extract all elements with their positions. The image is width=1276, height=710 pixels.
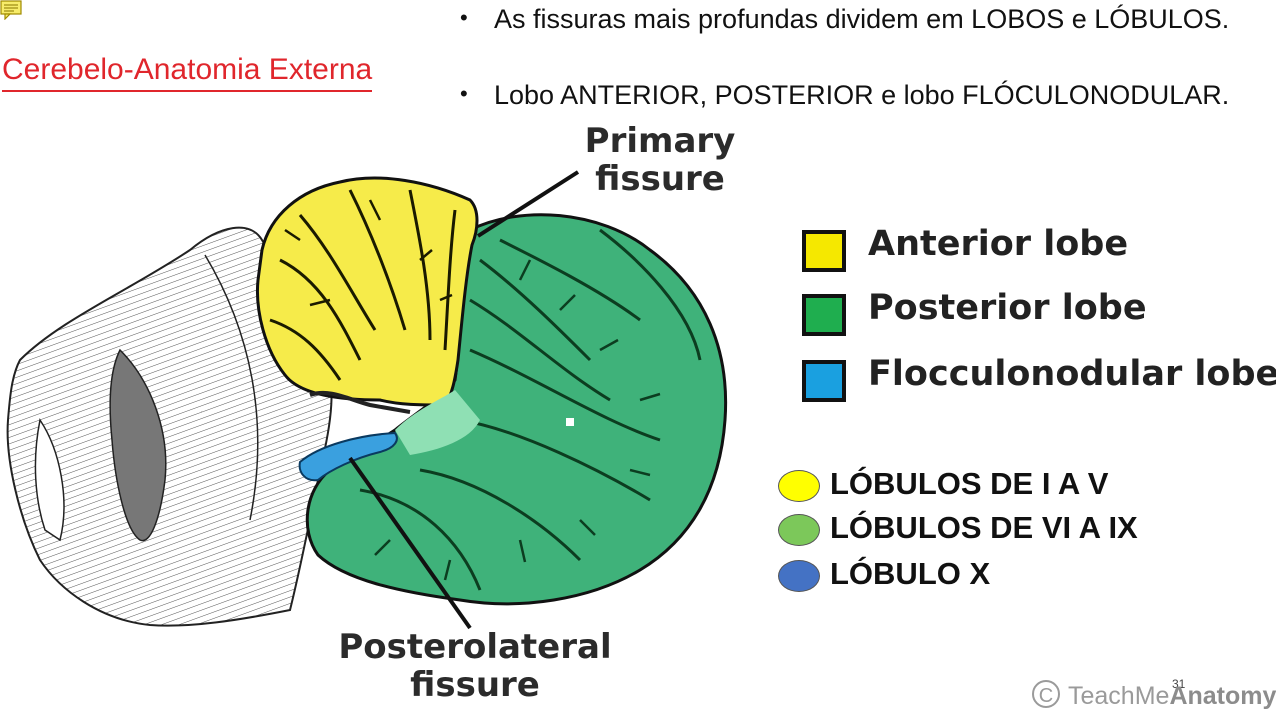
bullet-icon: •	[460, 5, 468, 30]
lobule-label: LÓBULOS DE VI A IX	[830, 510, 1138, 545]
label-line: Primary	[584, 121, 736, 161]
bullet-text: Lobo ANTERIOR, POSTERIOR e lobo FLÓCULON…	[494, 80, 1230, 110]
legend-label: Anterior lobe	[868, 224, 1129, 264]
lobule-color-dot	[778, 470, 820, 502]
legend-swatch	[802, 360, 846, 402]
label-line: Posterolateral	[338, 627, 612, 667]
lobule-label: LÓBULOS DE I A V	[830, 466, 1109, 501]
legend-swatch	[802, 230, 846, 272]
label-line: fissure	[410, 665, 540, 705]
brainstem-illustration	[6, 226, 333, 627]
white-marker	[566, 418, 574, 426]
page-number: 31	[1172, 677, 1186, 691]
lobule-color-dot	[778, 514, 820, 546]
posterolateral-fissure-label: Posterolateral fissure	[330, 628, 620, 704]
primary-fissure-label: Primary fissure	[580, 122, 740, 198]
watermark-prefix: TeachMe	[1068, 682, 1170, 710]
legend-label: Flocculonodular lobe	[868, 354, 1276, 394]
lobule-label: LÓBULO X	[830, 556, 991, 591]
bullet-text: As fissuras mais profundas dividem em LO…	[494, 4, 1230, 34]
white-matter-region	[395, 390, 480, 455]
bullet-item: • Lobo ANTERIOR, POSTERIOR e lobo FLÓCULO…	[460, 80, 1229, 111]
comment-note-icon[interactable]	[0, 0, 24, 20]
bullet-icon: •	[460, 81, 468, 106]
teachmeanatomy-watermark: C TeachMeAnatomy	[1032, 680, 1276, 710]
watermark-bold: Anatomy	[1169, 682, 1276, 710]
primary-fissure-pointer	[476, 170, 580, 238]
anterior-lobe-region	[256, 176, 479, 407]
bullet-item: • As fissuras mais profundas dividem em L…	[460, 4, 1229, 35]
legend-label: Posterior lobe	[868, 288, 1147, 328]
posterolateral-fissure-pointer	[348, 456, 472, 630]
flocculonodular-lobe-region	[298, 431, 398, 482]
slide-title: Cerebelo-Anatomia Externa	[2, 52, 373, 92]
cerebellum-illustration	[6, 170, 728, 630]
label-line: fissure	[595, 159, 725, 199]
copyright-icon: C	[1032, 680, 1060, 708]
legend-swatch	[802, 294, 846, 336]
lobule-color-dot	[778, 560, 820, 592]
